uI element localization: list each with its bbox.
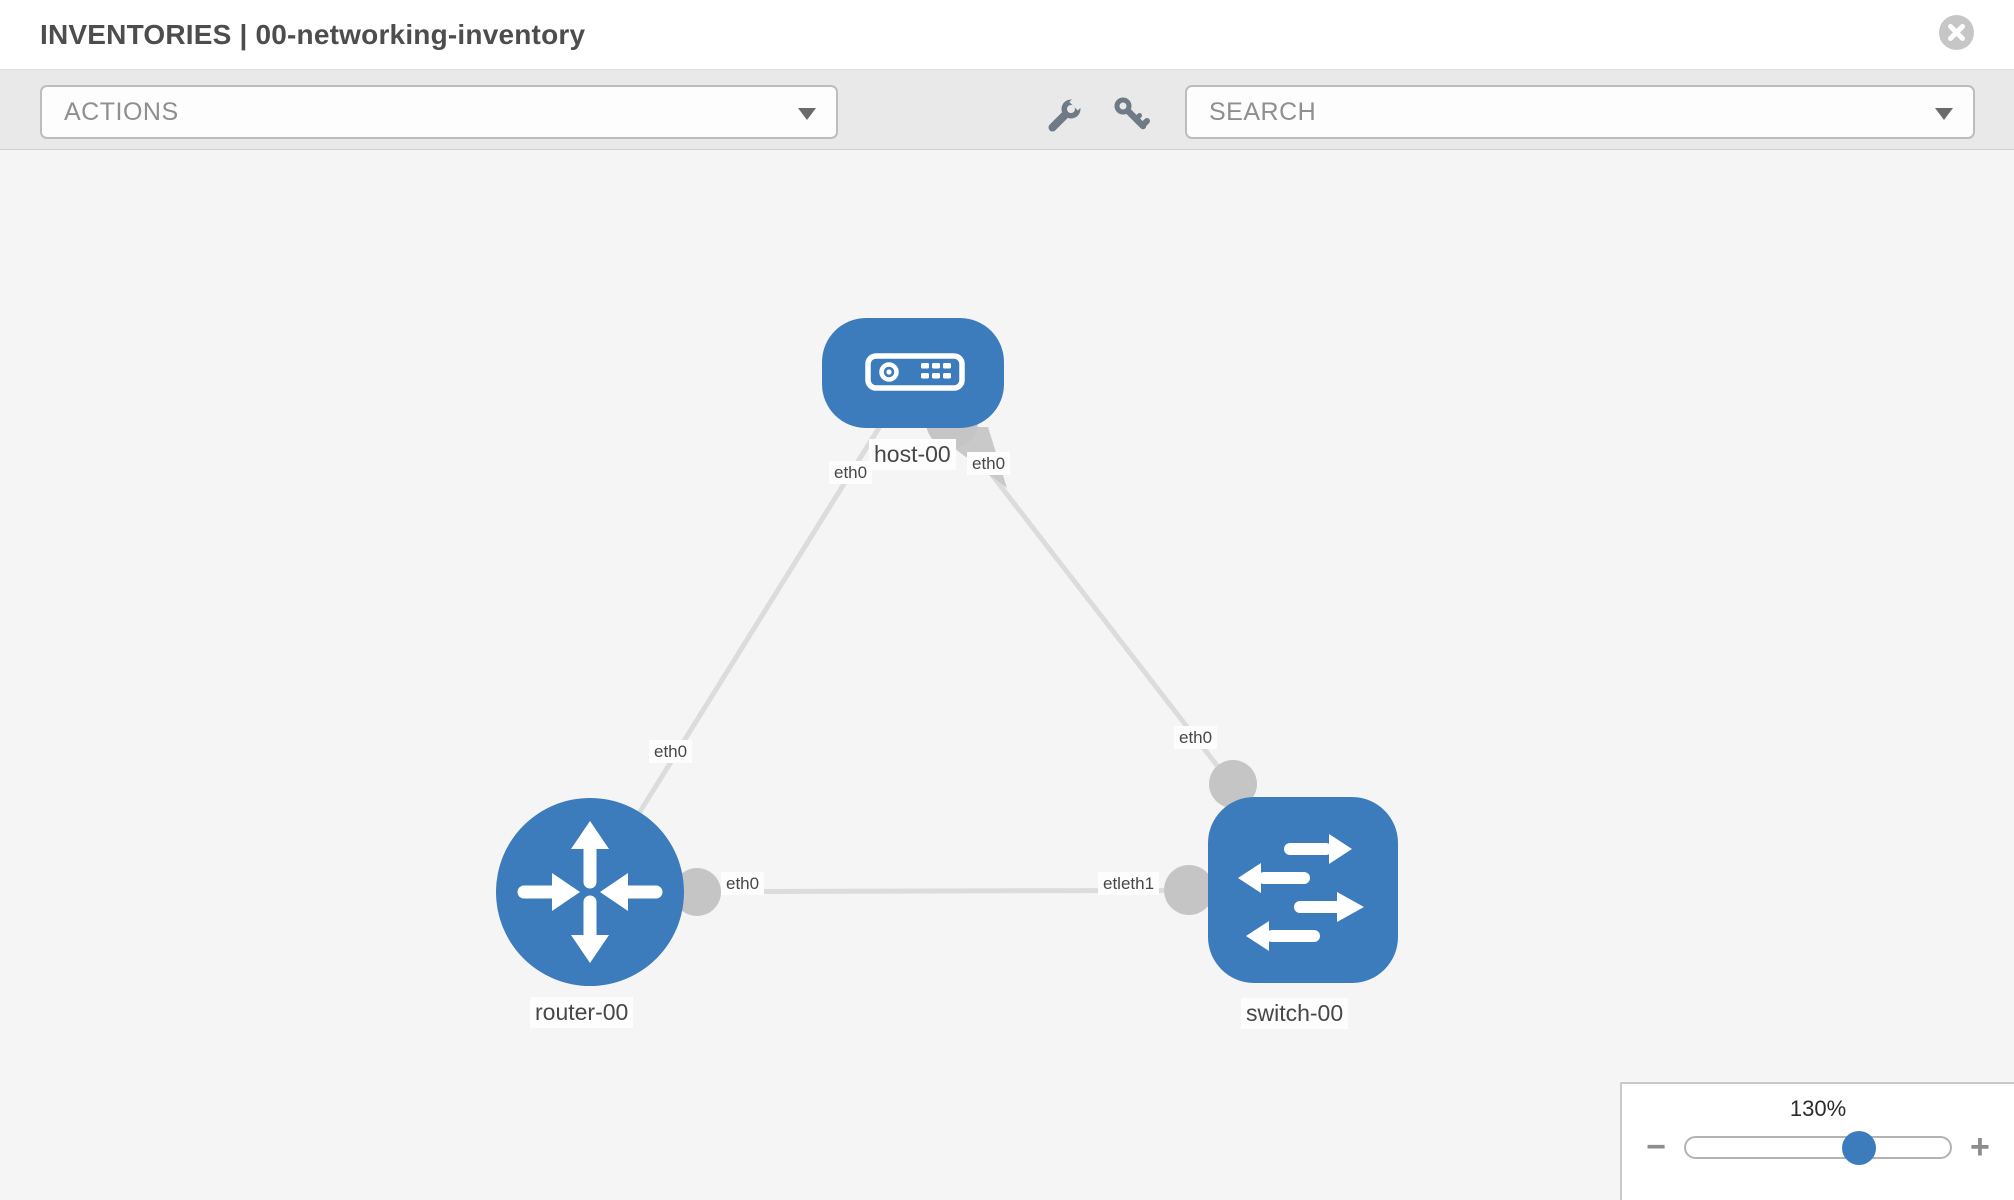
interface-label-host-eth0-to-router: eth0 bbox=[829, 461, 873, 485]
actions-dropdown[interactable]: ACTIONS bbox=[40, 85, 838, 139]
key-icon[interactable] bbox=[1113, 96, 1151, 134]
search-dropdown-label: SEARCH bbox=[1209, 97, 1317, 126]
port-router-right bbox=[673, 868, 721, 916]
host-icon bbox=[865, 353, 965, 391]
zoom-slider-track[interactable] bbox=[1684, 1130, 1952, 1165]
actions-dropdown-label: ACTIONS bbox=[64, 97, 179, 126]
page-title: INVENTORIES | 00-networking-inventory bbox=[40, 18, 586, 50]
router-icon bbox=[517, 821, 663, 963]
node-host-00[interactable] bbox=[822, 318, 1004, 428]
interface-label-router-eth0-to-host: eth0 bbox=[649, 740, 693, 764]
node-router-00[interactable] bbox=[496, 798, 684, 986]
zoom-level-value: 130% bbox=[1789, 1096, 1847, 1121]
interface-label-router-eth0-to-switch: eth0 bbox=[721, 872, 765, 896]
node-label-host-00: host-00 bbox=[869, 439, 956, 470]
port-switch-left bbox=[1164, 865, 1214, 915]
zoom-panel: 130% − + bbox=[1620, 1082, 2014, 1200]
topology-canvas[interactable]: host-00 router-00 switch-00 eth0 eth0 et… bbox=[0, 150, 2014, 1200]
link-host-router[interactable] bbox=[587, 371, 916, 894]
toolbar: ACTIONS SEARCH bbox=[0, 70, 2014, 150]
node-label-router-00: router-00 bbox=[530, 997, 634, 1028]
window-header: INVENTORIES | 00-networking-inventory bbox=[0, 0, 2014, 70]
switch-icon bbox=[1238, 834, 1364, 951]
zoom-slider-handle[interactable] bbox=[1842, 1130, 1876, 1165]
interface-label-switch-eth1-to-router: etleth1 bbox=[1098, 872, 1160, 896]
close-button[interactable] bbox=[1939, 15, 1974, 50]
zoom-out-button[interactable]: − bbox=[1646, 1128, 1666, 1166]
node-label-switch-00: switch-00 bbox=[1241, 998, 1349, 1029]
node-switch-00[interactable] bbox=[1208, 797, 1398, 983]
close-icon bbox=[1948, 24, 1965, 41]
search-dropdown[interactable]: SEARCH bbox=[1185, 85, 1975, 139]
zoom-in-button[interactable]: + bbox=[1970, 1128, 1990, 1166]
port-switch-topleft bbox=[1209, 760, 1257, 808]
interface-label-host-eth0-to-switch: eth0 bbox=[967, 452, 1011, 476]
chevron-down-icon bbox=[798, 108, 816, 120]
interface-label-switch-eth0-to-host: eth0 bbox=[1174, 726, 1218, 750]
chevron-down-icon bbox=[1935, 108, 1953, 120]
wrench-icon[interactable] bbox=[1046, 96, 1084, 134]
